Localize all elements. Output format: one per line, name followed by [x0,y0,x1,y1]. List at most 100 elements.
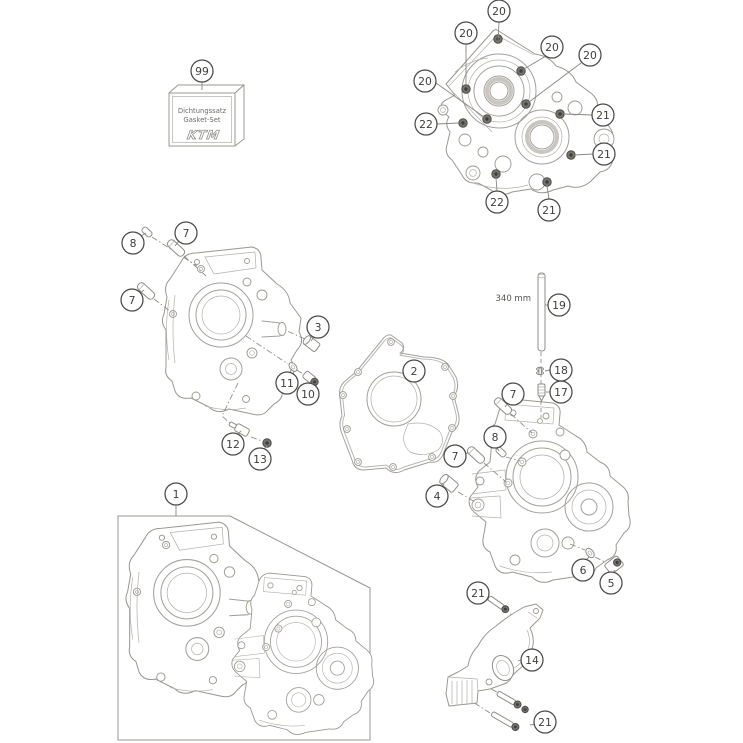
callout-1[interactable]: 1 [164,482,188,506]
callout-number-21-2: 21 [597,148,611,161]
callout-balloons: 2020202020222121222199787311101213211918… [120,0,623,734]
callout-3[interactable]: 3 [306,315,330,339]
callout-number-18: 18 [554,364,568,377]
callout-circle-7-2[interactable] [120,288,144,312]
callout-circle-20-1[interactable] [487,0,511,23]
callout-circle-14[interactable] [520,648,544,672]
callout-circle-21-3[interactable] [537,198,561,222]
callout-20-5[interactable]: 20 [413,69,437,93]
callout-circle-8-2[interactable] [483,425,507,449]
callout-circle-19[interactable] [547,293,571,317]
callout-circle-5[interactable] [599,571,623,595]
callout-17[interactable]: 17 [549,380,573,404]
callout-circle-99[interactable] [190,59,214,83]
callout-circle-21-4[interactable] [466,581,490,605]
leader-line-20-1 [497,21,500,43]
callout-21-5[interactable]: 21 [533,710,557,734]
rod-length-label: 340 mm [496,294,532,304]
callout-20-3[interactable]: 20 [540,35,564,59]
leader-line-12 [237,430,242,435]
dowel-pin-7d [466,446,486,464]
callout-number-99: 99 [195,65,209,78]
callout-7-4[interactable]: 7 [443,444,467,468]
gasket-set-box: Dichtungssatz Gasket-Set KTM [168,84,245,147]
callout-circle-7-1[interactable] [174,221,198,245]
callout-21-1[interactable]: 21 [591,103,615,127]
callout-number-20-4: 20 [583,49,597,62]
callout-circle-21-2[interactable] [592,142,616,166]
callout-number-6: 6 [580,564,587,577]
callout-circle-21-5[interactable] [533,710,557,734]
ktm-logo: KTM [186,128,221,142]
clip-18 [536,366,544,376]
leader-line-20-3 [523,55,547,70]
right-half-loose-parts: 340 mm [439,272,624,575]
callout-number-2: 2 [411,365,418,378]
callout-circle-13[interactable] [248,447,272,471]
callout-circle-10[interactable] [296,382,320,406]
callout-circle-21-1[interactable] [591,103,615,127]
callout-number-22-1: 22 [419,118,433,131]
callout-circle-2[interactable] [402,359,426,383]
callout-circle-22-1[interactable] [414,112,438,136]
callout-12[interactable]: 12 [221,432,245,456]
crankcase-rear-view [437,29,615,196]
callout-circle-20-4[interactable] [578,43,602,67]
callout-11[interactable]: 11 [275,371,299,395]
leader-line-21-3 [546,185,550,200]
callout-circle-20-5[interactable] [413,69,437,93]
callout-circle-4[interactable] [425,484,449,508]
callout-circle-20-2[interactable] [454,21,478,45]
callout-21-2[interactable]: 21 [592,142,616,166]
callout-2[interactable]: 2 [402,359,426,383]
callout-circle-7-3[interactable] [501,382,525,406]
callout-7-3[interactable]: 7 [501,382,525,406]
callout-number-8-2: 8 [492,431,499,444]
callout-number-21-4: 21 [471,587,485,600]
callout-number-3: 3 [315,321,322,334]
callout-number-20-1: 20 [492,5,506,18]
callout-5[interactable]: 5 [599,571,623,595]
callout-22-2[interactable]: 22 [485,190,509,214]
callout-number-8-1: 8 [130,237,137,250]
callout-7-2[interactable]: 7 [120,288,144,312]
callout-19[interactable]: 19 [547,293,571,317]
callout-6[interactable]: 6 [571,558,595,582]
callout-20-4[interactable]: 20 [578,43,602,67]
callout-99[interactable]: 99 [190,59,214,83]
gasket-bolt-holes [339,338,457,471]
engine-case-set-box [117,515,375,741]
callout-circle-17[interactable] [549,380,573,404]
callout-20-1[interactable]: 20 [487,0,511,23]
callout-circle-11[interactable] [275,371,299,395]
callout-20-2[interactable]: 20 [454,21,478,45]
callout-circle-6[interactable] [571,558,595,582]
callout-8-2[interactable]: 8 [483,425,507,449]
callout-circle-3[interactable] [306,315,330,339]
callout-22-1[interactable]: 22 [414,112,438,136]
callout-13[interactable]: 13 [248,447,272,471]
washer-6 [585,547,595,559]
callout-number-7-1: 7 [183,227,190,240]
callout-circle-1[interactable] [164,482,188,506]
callout-number-22-2: 22 [490,196,504,209]
leader-line-10 [309,379,312,384]
callout-7-1[interactable]: 7 [174,221,198,245]
leader-line-7-1 [174,240,180,247]
callout-21-4[interactable]: 21 [466,581,490,605]
leader-line-18 [544,369,551,372]
leader-line-8-2 [496,447,500,452]
callout-10[interactable]: 10 [296,382,320,406]
callout-21-3[interactable]: 21 [537,198,561,222]
callout-8-1[interactable]: 8 [121,231,145,255]
callout-circle-20-3[interactable] [540,35,564,59]
callout-circle-7-4[interactable] [443,444,467,468]
callout-14[interactable]: 14 [520,648,544,672]
callout-4[interactable]: 4 [425,484,449,508]
callout-18[interactable]: 18 [549,358,573,382]
callout-circle-12[interactable] [221,432,245,456]
leader-line-20-4 [528,62,582,103]
callout-circle-8-1[interactable] [121,231,145,255]
callout-circle-22-2[interactable] [485,190,509,214]
